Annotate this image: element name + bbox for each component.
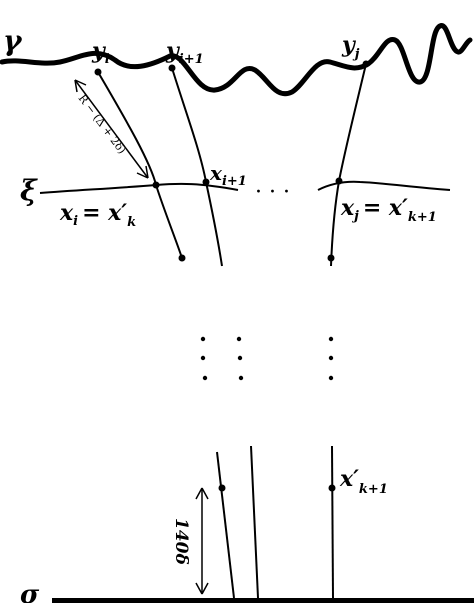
distance-arrow-top — [74, 79, 149, 179]
label-x-j-eq: xj= x′k+1 — [340, 195, 437, 225]
sigma-line — [52, 598, 474, 603]
label-xi: ξ — [20, 174, 38, 207]
label-sigma: σ — [20, 580, 40, 603]
endpoint-geodesic-i — [178, 254, 186, 262]
point-x-i1 — [202, 178, 210, 186]
label-y-i1: yi+1 — [165, 38, 204, 67]
label-gamma: γ — [3, 24, 23, 57]
label-distance-bottom: 140δ — [171, 518, 191, 565]
geodesic-bottom-1 — [216, 451, 235, 599]
xi-curve-right — [317, 180, 451, 191]
gamma-curve — [0, 23, 473, 97]
label-x-i-eq: xi= x′k — [59, 200, 136, 230]
label-x-k1-bottom: x′k+1 — [339, 466, 388, 497]
label-x-i1: xi+1 — [209, 161, 247, 189]
point-x-j — [335, 177, 343, 185]
endpoint-geodesic-j — [327, 254, 335, 262]
geodesic-bottom-3 — [331, 445, 334, 599]
geodesic-i — [97, 71, 183, 259]
point-y-i1 — [168, 64, 176, 72]
geodesic-bottom-2 — [250, 445, 259, 599]
label-ellipsis: · · · — [255, 180, 290, 205]
point-bottom-3 — [328, 484, 336, 492]
point-y-i — [94, 68, 102, 76]
label-distance-top: R − (Δ + 2δ) — [76, 92, 129, 156]
point-y-j — [362, 60, 370, 68]
label-y-j: yj — [341, 32, 360, 62]
vertical-ellipsis — [200, 336, 334, 381]
geodesic-j — [330, 63, 367, 267]
point-bottom-1 — [218, 484, 226, 492]
label-y-i: yi — [91, 38, 110, 67]
point-x-i — [152, 181, 160, 189]
